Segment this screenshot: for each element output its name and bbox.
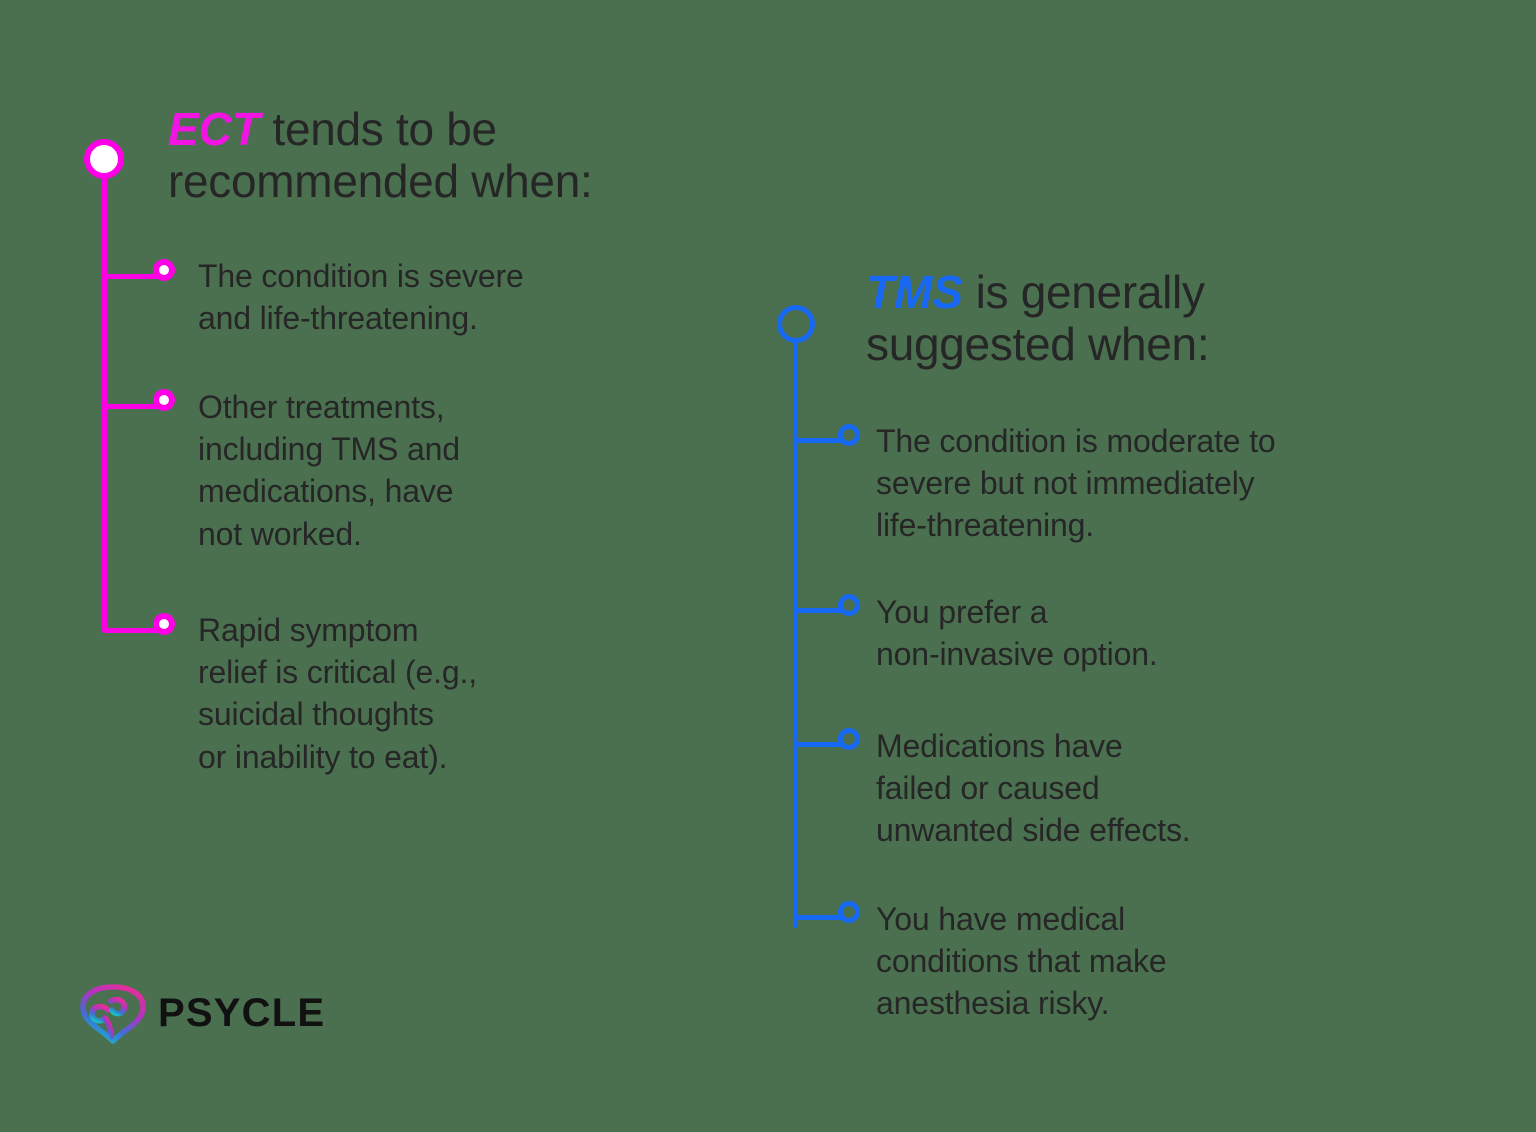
tms-trunk-line (793, 340, 798, 928)
ect-bullet-node-1 (153, 259, 175, 281)
brain-icon (80, 984, 146, 1044)
ect-stub-2 (104, 404, 160, 409)
ect-keyword: ECT (168, 103, 260, 155)
tms-root-node (777, 305, 815, 343)
ect-bullet-text-2: Other treatments, including TMS and medi… (198, 389, 460, 552)
ect-bullet-node-2 (153, 389, 175, 411)
ect-bullet-text-3: Rapid symptom relief is critical (e.g., … (198, 612, 477, 775)
tms-bullet-text-1: The condition is moderate to severe but … (876, 423, 1276, 544)
ect-stub-1 (104, 274, 160, 279)
ect-root-node (84, 139, 124, 179)
tms-stub-2 (795, 608, 845, 613)
tms-stub-4 (795, 915, 845, 920)
tms-bullet-node-4 (838, 901, 860, 923)
tms-bullet-text-3: Medications have failed or caused unwant… (876, 728, 1191, 849)
tms-bullet-text-4: You have medical conditions that make an… (876, 901, 1167, 1022)
ect-bullet-text-1: The condition is severe and life-threate… (198, 258, 524, 337)
tms-bullet-text-2: You prefer a non-invasive option. (876, 594, 1158, 673)
ect-stub-3 (104, 628, 160, 633)
tms-heading: TMS is generally suggested when: (866, 266, 1486, 371)
ect-heading: ECT tends to be recommended when: (168, 103, 768, 208)
tms-stub-1 (795, 438, 845, 443)
ect-heading-rest: tends to be recommended when: (168, 103, 593, 208)
ect-bullet-node-3 (153, 613, 175, 635)
tms-bullet-node-1 (838, 424, 860, 446)
tms-bullet-node-3 (838, 728, 860, 750)
tms-bullet-node-2 (838, 594, 860, 616)
tms-stub-3 (795, 742, 845, 747)
tms-keyword: TMS (866, 266, 964, 318)
tms-heading-rest: is generally suggested when: (866, 266, 1210, 371)
psycle-logo[interactable]: PSYCLE (78, 982, 325, 1044)
psycle-wordmark: PSYCLE (158, 991, 326, 1035)
